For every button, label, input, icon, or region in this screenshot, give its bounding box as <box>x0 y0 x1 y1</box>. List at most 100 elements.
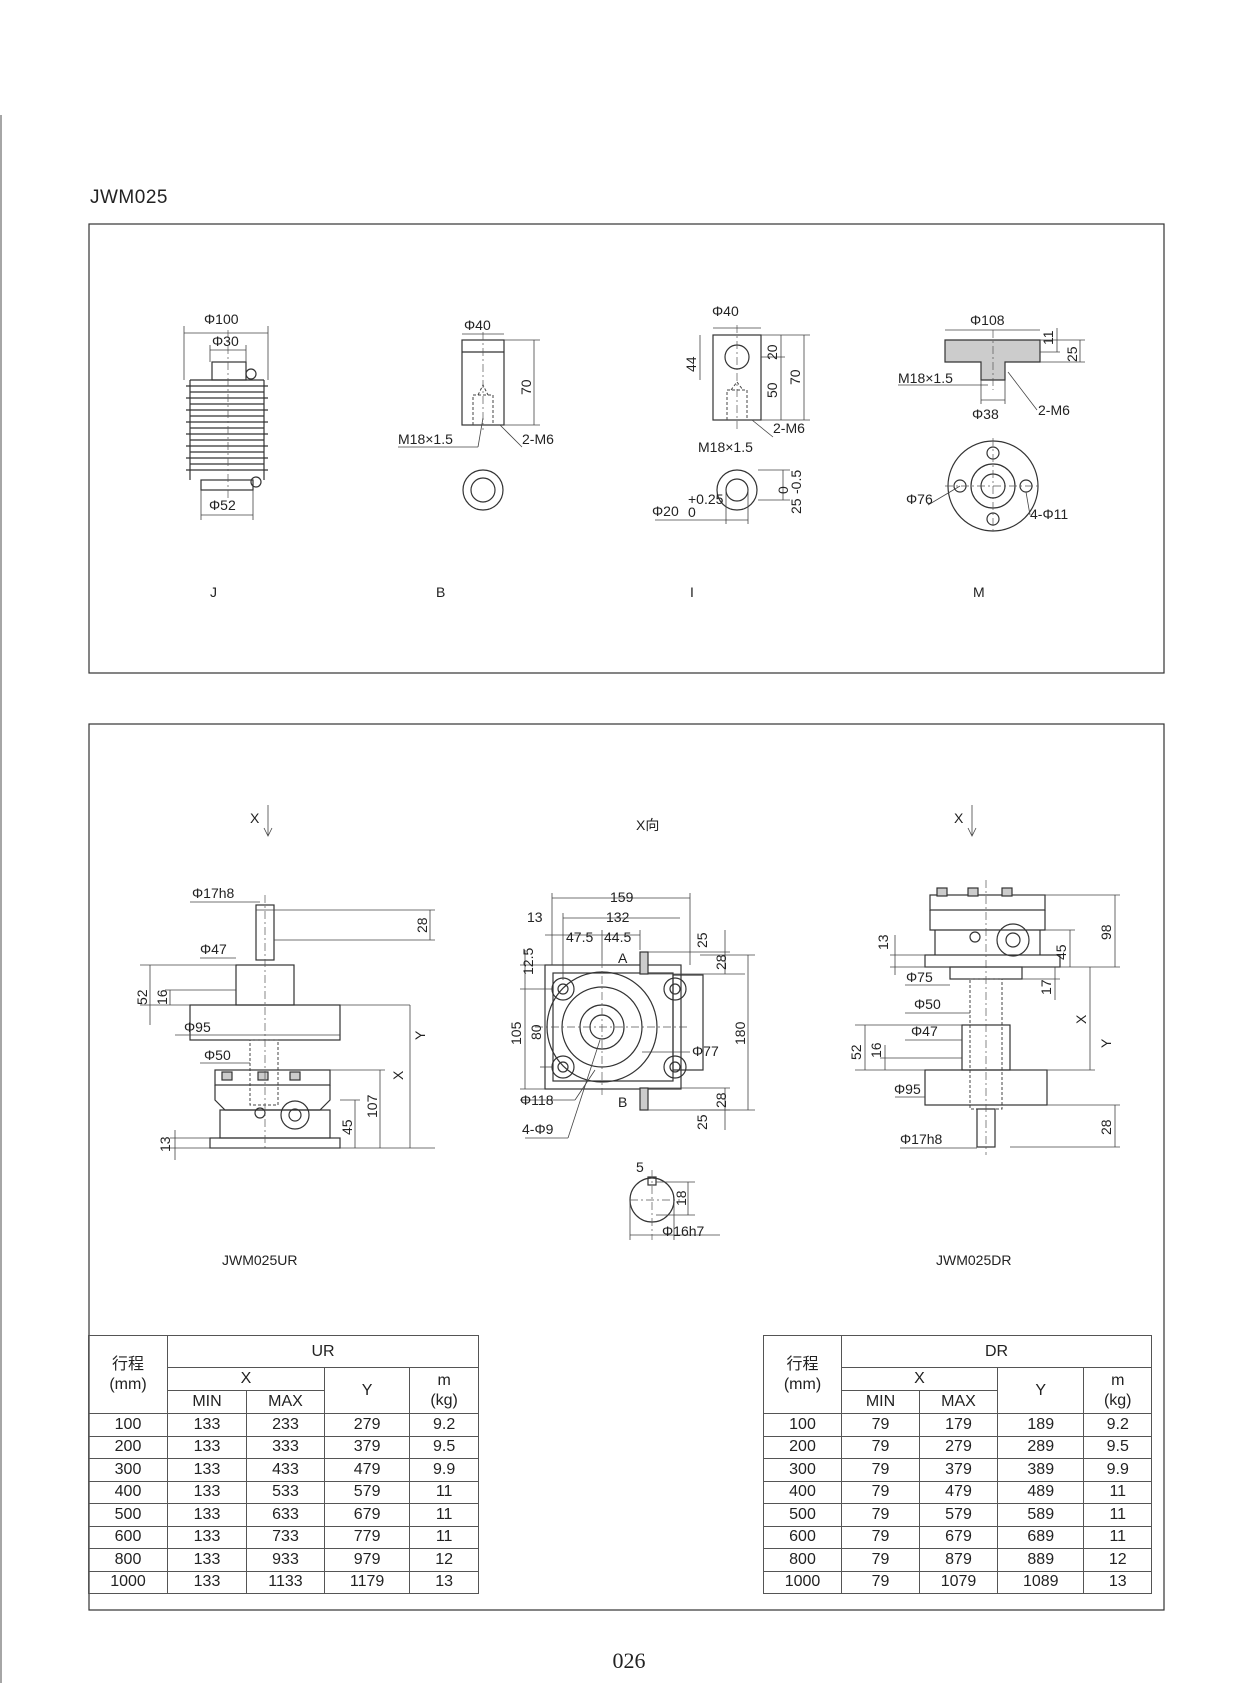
cell-mass: 9.5 <box>1083 1435 1152 1459</box>
xview-dim-6: 25 <box>694 932 710 948</box>
cell-x-max: 1079 <box>919 1570 998 1594</box>
cell-x-min: 133 <box>167 1458 247 1482</box>
label-b: B <box>436 584 445 600</box>
dim-m-6: 2-M6 <box>1038 402 1070 418</box>
ur-dim-6: Φ95 <box>184 1019 211 1035</box>
xview-dim-20: 18 <box>673 1190 689 1206</box>
cell-mass: 13 <box>1083 1570 1152 1594</box>
xview-dim-10: 105 <box>508 1021 524 1045</box>
cell-y: 389 <box>996 1458 1085 1482</box>
xview-dim-21: Φ16h7 <box>662 1223 705 1239</box>
cell-mass: 12 <box>1083 1548 1152 1572</box>
cell-stroke: 200 <box>763 1435 842 1459</box>
dim-m-8: 4-Φ11 <box>1030 506 1068 522</box>
cell-y: 279 <box>323 1413 411 1437</box>
xview-dim-13: Φ77 <box>692 1043 719 1059</box>
cell-y: 379 <box>323 1435 411 1459</box>
dim-j-1: Φ100 <box>204 311 239 327</box>
cell-mass: 9.2 <box>1083 1413 1152 1437</box>
cell-mass: 9.2 <box>409 1413 479 1437</box>
top-panel-frame <box>88 223 1165 674</box>
cell-mass: 12 <box>409 1548 479 1572</box>
stroke-header-unit: (mm) <box>109 1375 147 1393</box>
cell-y: 289 <box>996 1435 1085 1459</box>
cell-x-min: 133 <box>167 1480 247 1504</box>
dr-dim-5: Φ50 <box>914 996 941 1012</box>
dim-m-2: 11 <box>1040 330 1056 345</box>
cell-stroke: 300 <box>763 1458 842 1482</box>
dim-i-8-tol-upper: +0.25 <box>688 491 724 507</box>
m-header: m(kg) <box>1083 1367 1152 1414</box>
dim-i-2: 44 <box>683 356 699 372</box>
cell-stroke: 100 <box>88 1413 168 1437</box>
dim-i-4: 50 <box>764 382 780 398</box>
xview-dim-18: 25 <box>694 1114 710 1130</box>
dr-dim-14: Φ17h8 <box>900 1131 943 1147</box>
cell-x-max: 533 <box>246 1480 325 1504</box>
stroke-header: 行程(mm) <box>88 1335 168 1414</box>
jwm025ur-drawing: X Φ17h8 28 Φ47 52 16 Φ95 Φ50 Y X 10 <box>134 805 435 1160</box>
cell-x-min: 133 <box>167 1435 247 1459</box>
cell-mass: 11 <box>1083 1480 1152 1504</box>
dim-b-3: M18×1.5 <box>398 431 453 447</box>
xview-dim-3: 13 <box>527 909 543 925</box>
cell-mass: 11 <box>409 1480 479 1504</box>
xview-dim-1: 159 <box>610 889 634 905</box>
dim-b-2: 70 <box>518 379 534 395</box>
cell-x-min: 79 <box>841 1570 920 1594</box>
dr-dim-7: Φ47 <box>911 1023 938 1039</box>
y-header: Y <box>996 1367 1085 1414</box>
end-fitting-j-drawing: Φ100 Φ30 Φ52 <box>183 311 269 520</box>
dr-dim-2: 45 <box>1053 944 1069 960</box>
cell-y: 579 <box>323 1480 411 1504</box>
cell-x-max: 579 <box>919 1503 998 1527</box>
dim-m-1: Φ108 <box>970 312 1005 328</box>
label-j: J <box>210 584 217 600</box>
cell-mass: 11 <box>1083 1503 1152 1527</box>
x-view-caption: X向 <box>636 817 659 833</box>
cell-stroke: 800 <box>88 1548 168 1572</box>
cell-mass: 11 <box>409 1503 479 1527</box>
dim-j-3: Φ52 <box>209 497 236 513</box>
m-header-label: m <box>437 1371 451 1389</box>
cell-x-max: 333 <box>246 1435 325 1459</box>
cell-x-min: 79 <box>841 1525 920 1549</box>
cell-x-min: 133 <box>167 1548 247 1572</box>
dr-dim-13: 28 <box>1098 1119 1114 1135</box>
dr-view-arrow-label: X <box>954 810 964 826</box>
ur-dim-11: 45 <box>339 1119 355 1135</box>
cell-stroke: 600 <box>763 1525 842 1549</box>
cell-x-max: 933 <box>246 1548 325 1572</box>
ur-dim-1: Φ17h8 <box>192 885 235 901</box>
m-header-label: m <box>1111 1371 1125 1389</box>
dr-dim-10: X <box>1073 1014 1089 1024</box>
group-header: UR <box>167 1335 479 1368</box>
xview-dim-19: 5 <box>636 1159 644 1175</box>
cell-stroke: 800 <box>763 1548 842 1572</box>
dim-i-3: 20 <box>764 344 780 360</box>
cell-x-min: 79 <box>841 1458 920 1482</box>
dim-i-5: 70 <box>787 369 803 385</box>
stroke-header-label: 行程 <box>786 1355 819 1373</box>
cell-stroke: 300 <box>88 1458 168 1482</box>
cell-x-max: 233 <box>246 1413 325 1437</box>
xview-dim-7: 28 <box>713 954 729 970</box>
ur-dim-12: 13 <box>157 1136 173 1152</box>
cell-y: 979 <box>323 1548 411 1572</box>
group-header: DR <box>841 1335 1152 1368</box>
dr-dim-1: 13 <box>875 934 891 950</box>
cell-x-min: 133 <box>167 1570 247 1594</box>
cell-y: 689 <box>996 1525 1085 1549</box>
cell-y: 1089 <box>996 1570 1085 1594</box>
cell-y: 1179 <box>323 1570 411 1594</box>
